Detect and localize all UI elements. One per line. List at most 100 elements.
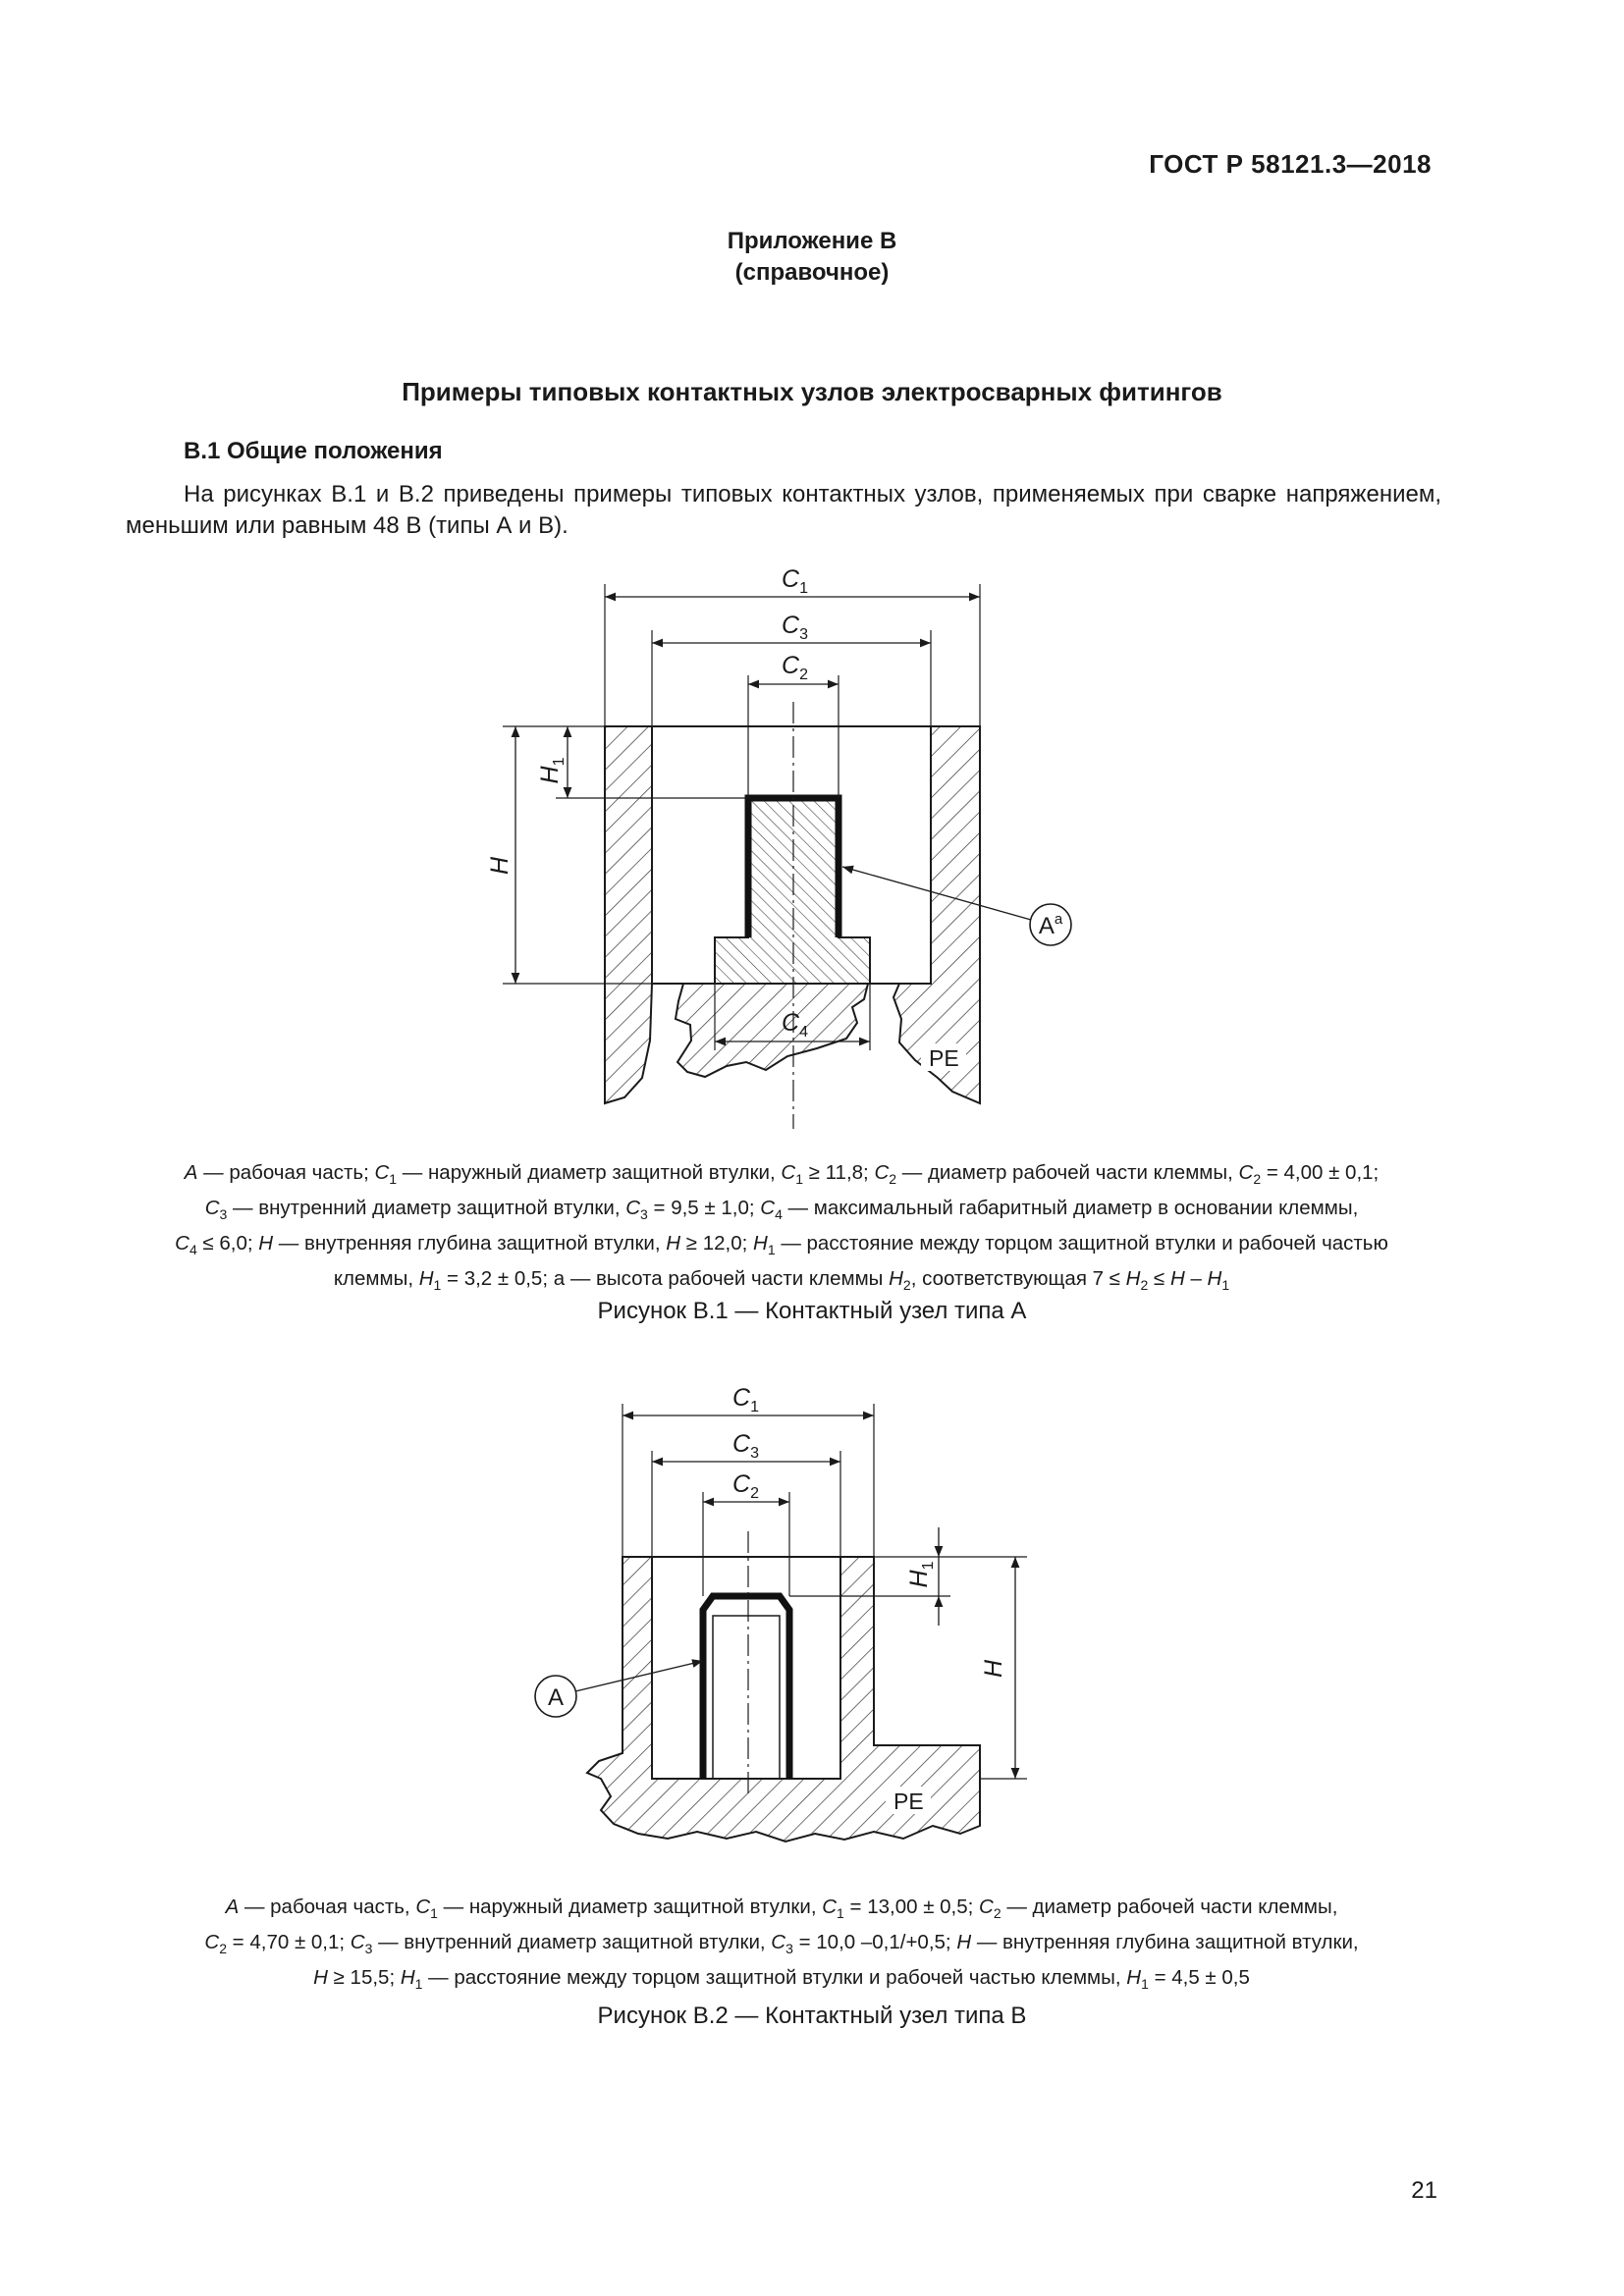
caption-segment: H: [400, 1966, 415, 1990]
callout-label: Aa: [1039, 911, 1063, 939]
caption-segment: 2: [1140, 1277, 1149, 1294]
caption-segment: H: [418, 1267, 434, 1291]
appendix-title: Приложение В: [727, 228, 897, 254]
caption-segment: = 3,2 ± 0,5; а — высота рабочей части кл…: [441, 1267, 890, 1291]
caption-segment: = 10,0 –0,1/+0,5;: [792, 1931, 957, 1954]
caption-segment: 1: [1221, 1277, 1230, 1294]
caption-line: C2 = 4,70 ± 0,1; C3 — внутренний диаметр…: [118, 1928, 1445, 1963]
caption-segment: 2: [1253, 1171, 1262, 1188]
caption-segment: ≤: [1148, 1267, 1170, 1291]
callout-circle: [1029, 903, 1072, 946]
terminal-inner: [712, 1615, 781, 1779]
caption-segment: C: [1238, 1161, 1254, 1184]
caption-segment: — внутренний диаметр защитной втулки,: [372, 1931, 772, 1954]
figure-b2-title: Рисунок В.2 — Контактный узел типа В: [597, 2002, 1027, 2029]
label-material: PE: [893, 1789, 924, 1814]
caption-segment: — внутренняя глубина защитной втулки,: [971, 1931, 1359, 1954]
caption-segment: H: [753, 1232, 768, 1255]
paragraph-text: На рисунках В.1 и В.2 приведены примеры …: [126, 481, 1441, 539]
caption-segment: H: [889, 1267, 903, 1291]
caption-segment: 3: [785, 1941, 793, 1957]
caption-segment: ≥ 11,8;: [803, 1161, 875, 1184]
caption-segment: C: [350, 1931, 365, 1954]
caption-segment: = 4,70 ± 0,1;: [226, 1931, 351, 1954]
callout-circle: [534, 1675, 577, 1718]
figure-b2-caption: A — рабочая часть, C1 — наружный диаметр…: [118, 1893, 1445, 1999]
caption-segment: C: [204, 1197, 220, 1220]
document-code: ГОСТ Р 58121.3—2018: [1149, 149, 1432, 179]
caption-segment: C: [760, 1197, 776, 1220]
caption-segment: A: [225, 1896, 240, 1918]
caption-segment: 3: [219, 1206, 228, 1223]
caption-segment: = 4,5 ± 0,5: [1148, 1966, 1250, 1990]
caption-segment: C: [374, 1161, 390, 1184]
section-paragraph: На рисунках В.1 и В.2 приведены примеры …: [126, 479, 1441, 542]
caption-line: A — рабочая часть, C1 — наружный диаметр…: [118, 1893, 1445, 1928]
caption-segment: 4: [189, 1242, 197, 1258]
label-h: H: [486, 856, 514, 875]
label-h1: H1: [905, 1561, 937, 1587]
caption-segment: клеммы,: [333, 1267, 419, 1291]
caption-segment: 1: [433, 1277, 442, 1294]
sleeve-cavity: [651, 1556, 841, 1780]
label-h: H: [980, 1659, 1007, 1678]
caption-segment: — диаметр рабочей части клеммы,: [896, 1161, 1239, 1184]
caption-segment: — рабочая часть,: [239, 1896, 416, 1918]
caption-segment: = 9,5 ± 1,0;: [647, 1197, 761, 1220]
caption-segment: 1: [389, 1171, 398, 1188]
caption-segment: 1: [430, 1905, 438, 1922]
figure-b2-drawing: A C1 C3 C2 H H1 PE: [534, 1384, 1027, 1843]
label-c2: C2: [782, 652, 808, 683]
callout-leader: [841, 865, 1032, 921]
caption-segment: — внутренний диаметр защитной втулки,: [227, 1197, 626, 1220]
figure-b1-title: Рисунок В.1 — Контактный узел типа А: [597, 1298, 1027, 1324]
caption-segment: C: [771, 1931, 786, 1954]
label-c4: C4: [782, 1009, 808, 1041]
label-h1: H1: [536, 757, 568, 783]
caption-segment: 2: [219, 1941, 227, 1957]
caption-segment: C: [175, 1232, 189, 1255]
caption-segment: C: [874, 1161, 890, 1184]
caption-segment: = 4,00 ± 0,1;: [1261, 1161, 1380, 1184]
caption-line: H ≥ 15,5; H1 — расстояние между торцом з…: [118, 1963, 1445, 1999]
caption-segment: 4: [775, 1206, 783, 1223]
caption-segment: , соответствующая 7 ≤: [910, 1267, 1126, 1291]
caption-line: клеммы, H1 = 3,2 ± 0,5; а — высота рабоч…: [118, 1264, 1445, 1300]
callout-label: A: [548, 1684, 564, 1711]
caption-segment: H: [258, 1232, 274, 1255]
caption-segment: –: [1184, 1267, 1208, 1291]
caption-segment: A: [184, 1161, 198, 1184]
caption-segment: C: [204, 1931, 220, 1954]
caption-segment: H: [313, 1966, 328, 1990]
caption-segment: C: [781, 1161, 796, 1184]
caption-line: A — рабочая часть; C1 — наружный диаметр…: [118, 1158, 1445, 1194]
caption-segment: C: [625, 1197, 641, 1220]
caption-segment: H: [666, 1232, 681, 1255]
main-title: Примеры типовых контактных узлов электро…: [402, 377, 1222, 406]
caption-segment: — наружный диаметр защитной втулки,: [397, 1161, 782, 1184]
caption-segment: 2: [902, 1277, 911, 1294]
caption-segment: H: [1125, 1267, 1141, 1291]
caption-segment: C: [979, 1896, 994, 1918]
caption-segment: ≥ 15,5;: [327, 1966, 401, 1990]
caption-segment: — наружный диаметр защитной втулки,: [437, 1896, 823, 1918]
caption-segment: H: [1207, 1267, 1222, 1291]
caption-segment: C: [822, 1896, 838, 1918]
caption-segment: H: [1126, 1966, 1142, 1990]
label-material: PE: [929, 1045, 959, 1071]
caption-segment: — расстояние между торцом защитной втулк…: [775, 1232, 1388, 1255]
caption-segment: — диаметр рабочей части клеммы,: [1001, 1896, 1338, 1918]
label-c3: C3: [782, 612, 808, 643]
label-c1: C1: [782, 565, 808, 597]
caption-segment: ≥ 12,0;: [680, 1232, 754, 1255]
caption-segment: 3: [640, 1206, 648, 1223]
label-c1: C1: [732, 1384, 759, 1415]
page-number: 21: [1411, 2177, 1437, 2204]
caption-segment: 1: [837, 1905, 844, 1922]
caption-segment: 1: [414, 1976, 423, 1993]
caption-segment: — расстояние между торцом защитной втулк…: [422, 1966, 1127, 1990]
caption-segment: C: [415, 1896, 431, 1918]
caption-segment: 2: [993, 1905, 1001, 1922]
caption-segment: ≤ 6,0;: [196, 1232, 259, 1255]
working-part-outline: [699, 1592, 793, 1779]
